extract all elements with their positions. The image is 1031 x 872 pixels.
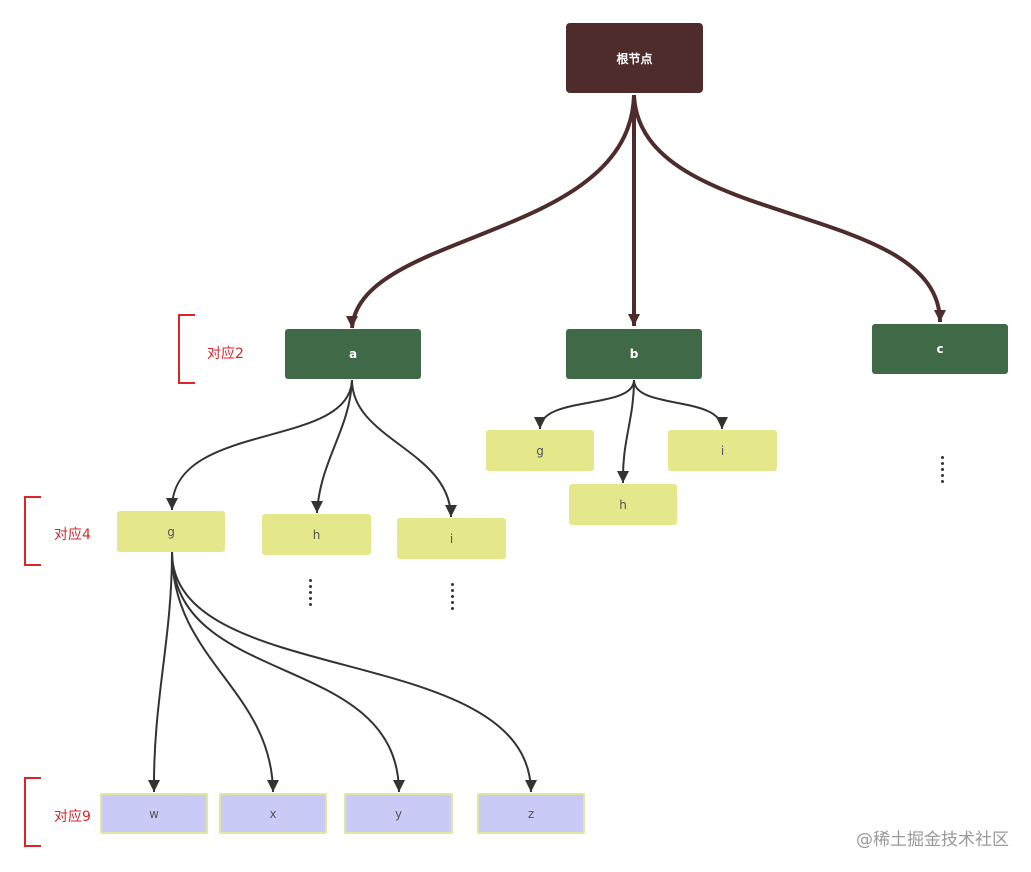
- node-b-label: b: [629, 347, 639, 361]
- watermark: @稀土掘金技术社区: [856, 830, 1009, 850]
- node-b-i-label: i: [720, 443, 725, 458]
- edge-root-c: [632, 94, 942, 323]
- node-a-g-label: g: [167, 524, 175, 539]
- edge-b-g: [539, 379, 635, 430]
- node-b-g-label: g: [536, 443, 544, 458]
- edge-a-g: [170, 379, 353, 511]
- edge-a-h: [316, 379, 353, 514]
- annotation-level3: 对应9: [54, 809, 91, 825]
- node-c[interactable]: c: [872, 324, 1008, 374]
- edge-b-h: [621, 379, 635, 484]
- edge-root-a: [350, 94, 636, 329]
- arrowhead-a: [346, 316, 358, 328]
- node-c-label: c: [936, 342, 944, 356]
- bracket-level1: [178, 314, 195, 384]
- ellipsis-under-i: [451, 583, 454, 613]
- edge-b-i: [633, 379, 723, 430]
- node-a[interactable]: a: [285, 329, 421, 379]
- node-a-g[interactable]: g: [117, 511, 225, 552]
- arrowhead-c: [934, 310, 946, 322]
- root-node-label: 根节点: [616, 51, 653, 66]
- edge-g-z: [171, 551, 532, 793]
- ellipsis-under-h: [309, 579, 312, 609]
- node-b-i[interactable]: i: [668, 430, 777, 471]
- node-a-h-label: h: [312, 527, 321, 542]
- node-g-x-label: x: [269, 806, 277, 821]
- edge-a-i: [351, 379, 452, 518]
- node-b[interactable]: b: [566, 329, 702, 379]
- arrowhead-b: [628, 314, 640, 326]
- ellipsis-under-c: [941, 456, 944, 486]
- node-b-h[interactable]: h: [569, 484, 677, 525]
- node-b-h-label: h: [619, 497, 627, 512]
- annotation-level2: 对应4: [54, 527, 91, 543]
- node-g-z-label: z: [527, 806, 535, 821]
- root-node[interactable]: 根节点: [566, 23, 703, 93]
- node-g-y[interactable]: y: [344, 793, 453, 834]
- node-a-h[interactable]: h: [262, 514, 371, 555]
- annotation-level1: 对应2: [207, 346, 244, 362]
- node-a-label: a: [348, 347, 358, 361]
- node-g-z[interactable]: z: [477, 793, 585, 834]
- edge-g-y: [171, 551, 400, 793]
- edge-g-x: [171, 551, 274, 793]
- node-g-x[interactable]: x: [219, 793, 327, 834]
- node-a-i[interactable]: i: [397, 518, 506, 559]
- node-g-y-label: y: [394, 806, 403, 821]
- node-a-i-label: i: [449, 531, 454, 546]
- edge-g-w: [152, 551, 173, 793]
- node-g-w[interactable]: w: [100, 793, 208, 834]
- node-b-g[interactable]: g: [486, 430, 594, 471]
- bracket-level3: [24, 777, 41, 847]
- node-g-w-label: w: [149, 806, 159, 821]
- bracket-level2: [24, 496, 41, 566]
